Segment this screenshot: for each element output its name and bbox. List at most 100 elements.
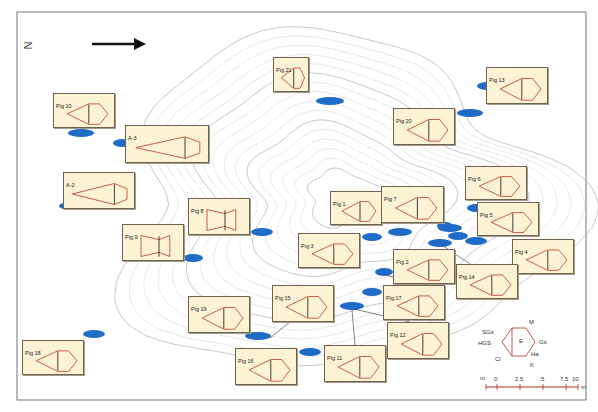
stone-axis <box>159 236 160 256</box>
scale-unit: m <box>581 384 586 390</box>
map-frame <box>17 12 586 400</box>
stone-axis <box>428 261 429 280</box>
stone-axis <box>418 297 419 316</box>
site-marker <box>437 222 453 230</box>
site-marker <box>375 268 393 276</box>
stone-axis <box>57 352 58 371</box>
site-outline <box>64 173 134 208</box>
legend-code: E <box>519 338 523 344</box>
stone-outline <box>479 177 520 197</box>
stone-outline <box>407 120 448 142</box>
scale-number: 10 <box>572 376 579 382</box>
site-marker <box>428 239 452 247</box>
stone-outline <box>36 351 77 371</box>
scale-tick <box>497 384 498 390</box>
site-marker <box>83 330 105 338</box>
box-label: Pig 6 <box>466 176 483 184</box>
site-outline <box>325 346 385 381</box>
site-marker <box>362 288 382 296</box>
site-marker <box>457 109 483 117</box>
box-label: Pig 13 <box>487 77 507 85</box>
box-label: Pig 11 <box>325 355 344 363</box>
stone-outline <box>491 213 532 233</box>
scale-tick <box>486 384 487 390</box>
site-outline <box>466 167 526 199</box>
scale-tick <box>578 384 579 390</box>
site-box: Pig 2 <box>393 249 455 284</box>
stone-axis <box>359 357 360 377</box>
stone-axis <box>333 245 334 264</box>
stone-outline <box>286 297 327 319</box>
stone-axis <box>521 79 522 99</box>
site-box: Pig 21 <box>273 57 309 92</box>
stone-outline <box>141 236 170 257</box>
box-label: Pig 19 <box>189 306 209 314</box>
site-outline <box>23 341 83 374</box>
box-label: Pig 14 <box>457 274 477 282</box>
stone-outline <box>338 357 379 379</box>
stone-axis <box>223 308 224 328</box>
legend-code: Ha <box>531 351 539 357</box>
stone-axis <box>491 276 492 295</box>
stone-outline <box>395 198 436 220</box>
box-label: Pig 2 <box>394 259 411 267</box>
stone-outline <box>312 244 353 264</box>
site-marker <box>388 228 412 236</box>
site-outline <box>388 323 448 358</box>
legend-hexagon <box>502 328 535 356</box>
stone-axis <box>293 69 294 88</box>
box-label: Pig 12 <box>388 332 408 340</box>
site-outline <box>384 286 444 319</box>
leader-line <box>352 310 355 345</box>
stone-outline <box>397 296 438 316</box>
stone-axis <box>225 210 226 230</box>
legend-divider <box>512 328 513 356</box>
stone-axis <box>360 202 361 221</box>
legend-code: K <box>530 362 534 368</box>
site-outline <box>274 58 308 91</box>
site-outline <box>394 250 454 283</box>
site-marker <box>448 232 468 240</box>
contour-line <box>259 129 444 267</box>
stone-axis <box>417 198 418 218</box>
stone-axis <box>114 184 115 204</box>
box-label: Pig 17 <box>384 295 404 303</box>
site-box: Pig 9 <box>122 224 184 261</box>
box-label: A-3 <box>126 135 139 143</box>
site-box: Pig 20 <box>393 108 455 145</box>
contour-line <box>295 158 401 238</box>
site-box: Pig 11 <box>324 345 386 382</box>
site-box: Pig 12 <box>387 322 449 359</box>
box-label: Pig 15 <box>273 295 293 303</box>
scale-number: 0 <box>494 376 497 382</box>
stone-outline <box>401 334 442 356</box>
site-marker <box>316 97 344 105</box>
north-arrow-head <box>134 38 146 50</box>
legend-code: HGS <box>478 340 491 346</box>
legend-code: Cl <box>495 356 501 362</box>
north-arrow <box>92 43 134 46</box>
site-box: Pig 16 <box>235 348 297 385</box>
box-label: Pig 21 <box>274 67 294 75</box>
site-box: Pig 17 <box>383 285 445 320</box>
site-box: Pig 15 <box>272 285 334 322</box>
scale-tick <box>543 384 544 390</box>
scale-tick <box>520 384 521 390</box>
site-box: Pig 10 <box>53 93 115 128</box>
scale-unit: m <box>480 375 485 381</box>
contour-line <box>158 54 557 339</box>
legend-code: SGs <box>482 329 494 335</box>
contour-line <box>307 168 386 228</box>
site-box: Pig 7 <box>381 186 444 223</box>
site-box: Pig 1 <box>330 191 382 225</box>
site-box: Pig 18 <box>22 340 84 375</box>
site-outline <box>299 234 359 267</box>
stone-outline <box>342 202 376 222</box>
stone-axis <box>422 334 423 354</box>
box-label: Pig 4 <box>513 249 530 257</box>
contour-line <box>129 36 584 357</box>
site-outline <box>273 286 333 321</box>
legend-code: M <box>529 319 534 325</box>
site-outline <box>189 297 249 332</box>
site-box: Pig 13 <box>486 67 548 104</box>
